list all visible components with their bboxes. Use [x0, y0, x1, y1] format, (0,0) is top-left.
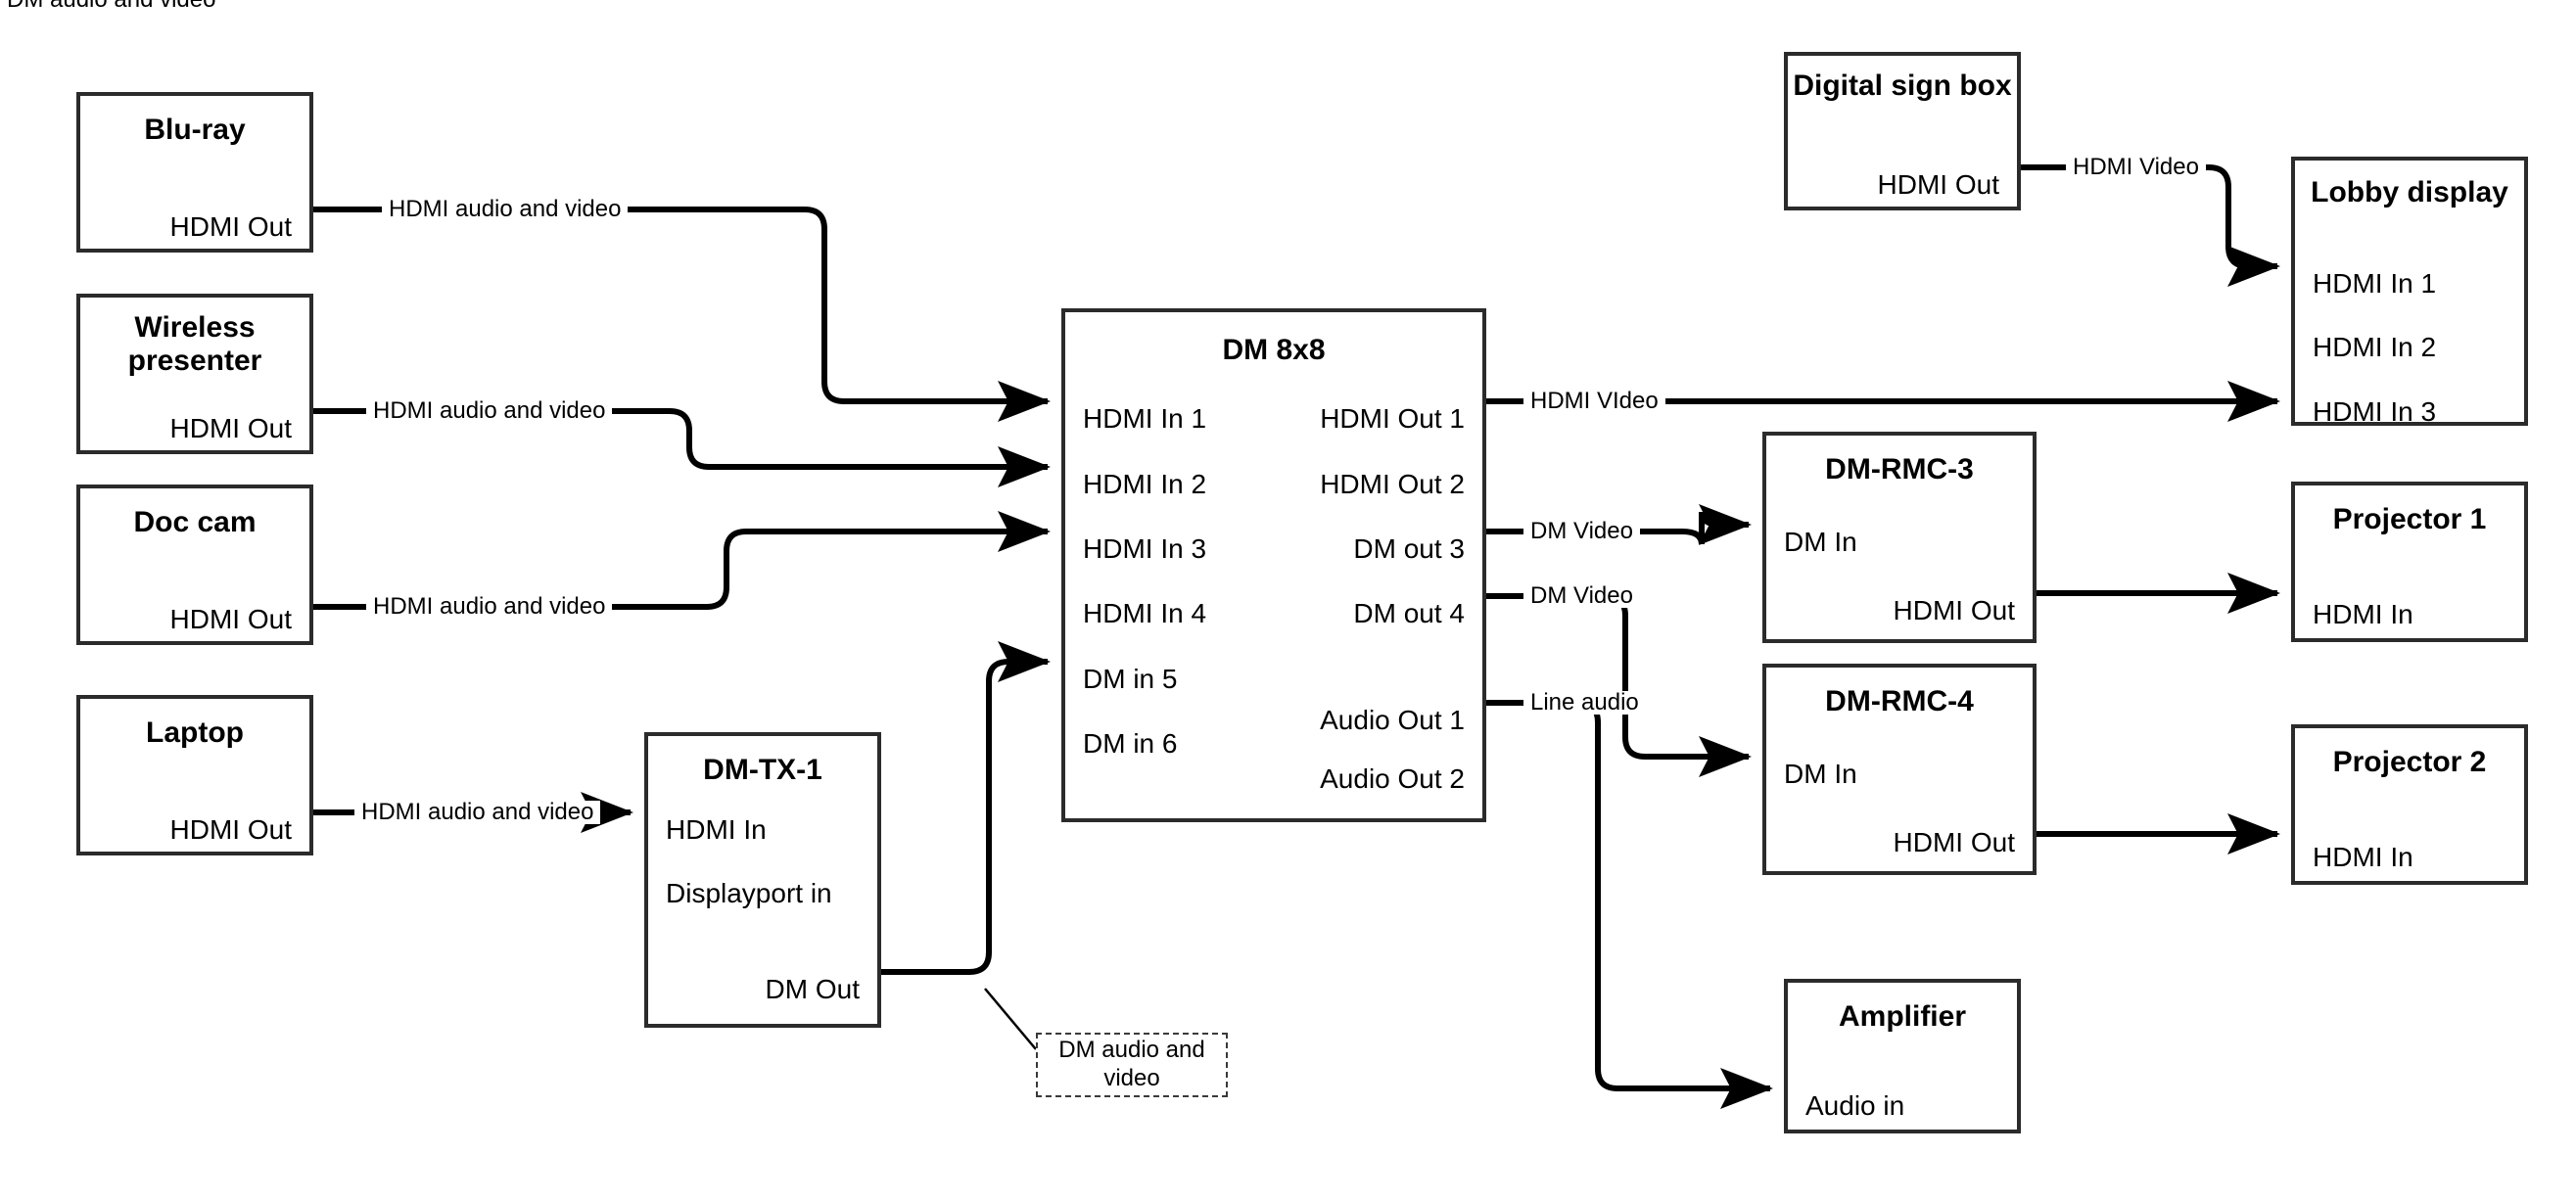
node-title-doc-cam: Doc cam — [133, 506, 257, 538]
node-dm-rmc-3[interactable]: DM-RMC-3 DM In HDMI Out — [1762, 432, 2037, 643]
wire-label-laptop-to-dm-tx-1-hdmi-in: HDMI audio and video — [354, 801, 601, 824]
port-dm-8x8-hdmi-out-1[interactable]: HDMI Out 1 — [1320, 403, 1465, 434]
wire-label-bluray-to-dm8x8-hdmi-in-1: HDMI audio and video — [382, 198, 629, 221]
node-title-wireless-presenter: Wireless presenter — [127, 311, 262, 377]
node-title-lobby-display: Lobby display — [2311, 176, 2508, 208]
port-wireless-presenter-hdmi-out[interactable]: HDMI Out — [169, 413, 292, 443]
port-dm-8x8-dm-out-4[interactable]: DM out 4 — [1353, 598, 1465, 628]
node-title-dm-tx-1: DM-TX-1 — [703, 754, 822, 786]
port-dm-rmc-3-dm-in[interactable]: DM In — [1784, 527, 1857, 557]
port-lobby-display-hdmi-in-3[interactable]: HDMI In 3 — [2313, 396, 2437, 427]
wire-dm8x8-dm-out-4-to-dm-rmc-4-dm-in — [1486, 593, 1752, 777]
port-dm-rmc-3-hdmi-out[interactable]: HDMI Out — [1893, 595, 2015, 625]
node-title-projector-2: Projector 2 — [2332, 746, 2487, 778]
port-dm-8x8-hdmi-in-1[interactable]: HDMI In 1 — [1083, 403, 1207, 434]
wire-label-dm8x8-audio-out-1-to-amplifier-audio-in: Line audio — [1523, 691, 1646, 715]
port-dm-tx-1-dm-out[interactable]: DM Out — [765, 974, 860, 1004]
wire-label-dm8x8-dm-out-3-to-dm-rmc-3-dm-in: DM Video — [1523, 520, 1640, 543]
wire-label-wireless-presenter-to-dm8x8-hdmi-in-2: HDMI audio and video — [366, 399, 613, 423]
port-dm-tx-1-displayport-in[interactable]: Displayport in — [666, 878, 832, 908]
node-title-projector-1: Projector 1 — [2332, 503, 2487, 535]
port-dm-8x8-hdmi-in-2[interactable]: HDMI In 2 — [1083, 469, 1207, 499]
node-title-bluray: Blu-ray — [144, 114, 246, 146]
port-dm-tx-1-hdmi-in[interactable]: HDMI In — [666, 814, 767, 845]
node-title-laptop: Laptop — [146, 716, 244, 749]
wire-label-digital-sign-box-to-lobby-display-hdmi-in-1: HDMI Video — [2066, 156, 2206, 179]
node-title-digital-sign-box: Digital sign box — [1793, 69, 2012, 102]
wire-label-dm-tx-1-to-dm8x8-dm-in-5: DM audio and video — [0, 0, 223, 12]
port-bluray-hdmi-out[interactable]: HDMI Out — [169, 211, 292, 242]
node-projector-1[interactable]: Projector 1 HDMI In — [2291, 482, 2528, 642]
callout-dm-audio-video-callout: DM audio and video — [1036, 1033, 1228, 1097]
wire-digital-sign-box-to-lobby-display-hdmi-in-1 — [2021, 164, 2280, 287]
port-dm-rmc-4-hdmi-out[interactable]: HDMI Out — [1893, 827, 2015, 857]
port-projector-2-hdmi-in[interactable]: HDMI In — [2313, 842, 2413, 872]
port-digital-sign-box-hdmi-out[interactable]: HDMI Out — [1877, 169, 1999, 200]
port-dm-8x8-hdmi-out-2[interactable]: HDMI Out 2 — [1320, 469, 1465, 499]
port-lobby-display-hdmi-in-2[interactable]: HDMI In 2 — [2313, 332, 2437, 362]
callout-leader-dm-audio-video-callout — [984, 988, 1037, 1050]
wire-label-doc-cam-to-dm8x8-hdmi-in-3: HDMI audio and video — [366, 595, 613, 619]
node-title-dm-8x8: DM 8x8 — [1222, 334, 1326, 366]
node-title-dm-rmc-3: DM-RMC-3 — [1825, 453, 1974, 485]
wire-dm-tx-1-to-dm8x8-dm-in-5 — [881, 641, 1051, 975]
port-dm-8x8-dm-out-3[interactable]: DM out 3 — [1353, 533, 1465, 564]
port-dm-8x8-audio-out-2[interactable]: Audio Out 2 — [1320, 763, 1465, 794]
port-dm-8x8-audio-out-1[interactable]: Audio Out 1 — [1320, 705, 1465, 735]
port-lobby-display-hdmi-in-1[interactable]: HDMI In 1 — [2313, 268, 2437, 299]
port-doc-cam-hdmi-out[interactable]: HDMI Out — [169, 604, 292, 634]
wire-bluray-to-dm8x8-hdmi-in-1 — [313, 207, 1051, 422]
port-laptop-hdmi-out[interactable]: HDMI Out — [169, 814, 292, 845]
port-dm-8x8-dm-in-5[interactable]: DM in 5 — [1083, 664, 1178, 694]
node-projector-2[interactable]: Projector 2 HDMI In — [2291, 724, 2528, 885]
port-amplifier-audio-in[interactable]: Audio in — [1805, 1090, 1905, 1121]
node-title-amplifier: Amplifier — [1838, 1000, 1967, 1033]
wire-label-dm8x8-dm-out-4-to-dm-rmc-4-dm-in: DM Video — [1523, 584, 1640, 608]
node-dm-rmc-4[interactable]: DM-RMC-4 DM In HDMI Out — [1762, 664, 2037, 875]
port-dm-8x8-dm-in-6[interactable]: DM in 6 — [1083, 728, 1178, 759]
node-title-dm-rmc-4: DM-RMC-4 — [1825, 685, 1974, 717]
port-dm-8x8-hdmi-in-3[interactable]: HDMI In 3 — [1083, 533, 1207, 564]
port-dm-8x8-hdmi-in-4[interactable]: HDMI In 4 — [1083, 598, 1207, 628]
port-projector-1-hdmi-in[interactable]: HDMI In — [2313, 599, 2413, 629]
wire-label-dm8x8-hdmi-out-1-to-lobby-display-hdmi-in-3: HDMI VIdeo — [1523, 390, 1665, 413]
port-dm-rmc-4-dm-in[interactable]: DM In — [1784, 759, 1857, 789]
wire-dm8x8-audio-out-1-to-amplifier-audio-in — [1486, 700, 1773, 1109]
